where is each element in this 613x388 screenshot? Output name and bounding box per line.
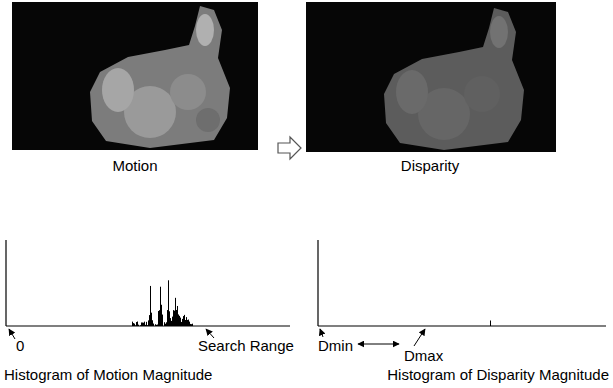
histogram-bar: [191, 324, 192, 326]
histogram-bar: [140, 325, 141, 327]
histogram-bar: [160, 287, 161, 326]
histogram-bar: [183, 316, 184, 326]
histogram-bar: [190, 324, 191, 326]
histogram-bar: [137, 322, 138, 326]
histogram-bar: [162, 315, 163, 326]
histogram-axes: [6, 240, 606, 326]
axis-label: Search Range: [198, 337, 294, 354]
histogram-bar: [169, 311, 170, 326]
axis-label: Dmin: [318, 337, 353, 354]
histogram-bar: [158, 311, 159, 326]
histogram-title: Histogram of Motion Magnitude: [4, 366, 212, 383]
histogram-bar: [172, 317, 173, 326]
histogram-bar: [176, 310, 177, 326]
histogram-bar: [157, 325, 158, 326]
histogram-bar: [164, 322, 165, 326]
histogram-bar: [180, 318, 181, 326]
histogram-bar: [136, 322, 137, 326]
histogram-bar: [178, 314, 179, 326]
disparity-histogram-bars: [490, 320, 491, 326]
motion-map: [12, 2, 258, 150]
histogram-bar: [146, 322, 147, 326]
histogram-bar: [159, 310, 160, 326]
histogram-bar: [186, 317, 187, 326]
histogram-bar: [166, 322, 167, 326]
disparity-map: [306, 2, 556, 152]
histogram-bar: [143, 323, 144, 326]
histogram-bar: [184, 315, 185, 326]
histogram-bar: [132, 322, 133, 326]
histogram-bar: [134, 324, 135, 326]
histogram-bar: [165, 324, 166, 326]
histogram-bar: [189, 322, 190, 326]
histogram-bar: [175, 298, 176, 326]
transform-arrow: [278, 137, 301, 159]
histogram-bar: [182, 319, 183, 326]
histogram-title: Histogram of Disparity Magnitude: [387, 366, 609, 383]
disparity-figure: [384, 8, 524, 150]
histogram-bar: [187, 320, 188, 326]
axis-label: Dmax: [404, 347, 443, 364]
histogram-bar: [192, 324, 193, 326]
histogram-bar: [145, 325, 146, 326]
image-caption: Disparity: [401, 157, 459, 174]
histogram-bar: [188, 320, 189, 326]
histogram-bar: [155, 324, 156, 326]
histogram-bar: [151, 313, 152, 326]
histogram-bar: [156, 325, 157, 326]
histogram-bar: [179, 316, 180, 326]
histogram-bar: [148, 320, 149, 326]
histogram-bar: [161, 305, 162, 326]
histogram-bar: [142, 323, 143, 326]
motion-figure: [90, 6, 230, 148]
histogram-bar: [150, 286, 151, 326]
histogram-bar: [138, 325, 139, 326]
histogram-bar: [177, 306, 178, 326]
histogram-bar: [168, 280, 169, 326]
histogram-bar: [173, 310, 174, 326]
histogram-bar: [144, 322, 145, 326]
histogram-bar: [490, 320, 491, 326]
histogram-bar: [185, 320, 186, 326]
histogram-bar: [153, 324, 154, 326]
axis-label: 0: [16, 337, 24, 354]
histogram-bar: [149, 315, 150, 326]
histogram-bar: [170, 318, 171, 326]
histogram-bar: [133, 323, 134, 326]
image-caption: Motion: [112, 157, 157, 174]
histogram-bar: [152, 320, 153, 326]
histogram-bar: [141, 322, 142, 326]
histogram-bar: [167, 310, 168, 326]
histogram-bar: [135, 325, 136, 327]
histogram-bar: [174, 311, 175, 326]
histogram-bar: [181, 322, 182, 326]
histogram-bar: [171, 321, 172, 326]
motion-histogram-bars: [133, 280, 193, 326]
histogram-bar: [147, 325, 148, 327]
